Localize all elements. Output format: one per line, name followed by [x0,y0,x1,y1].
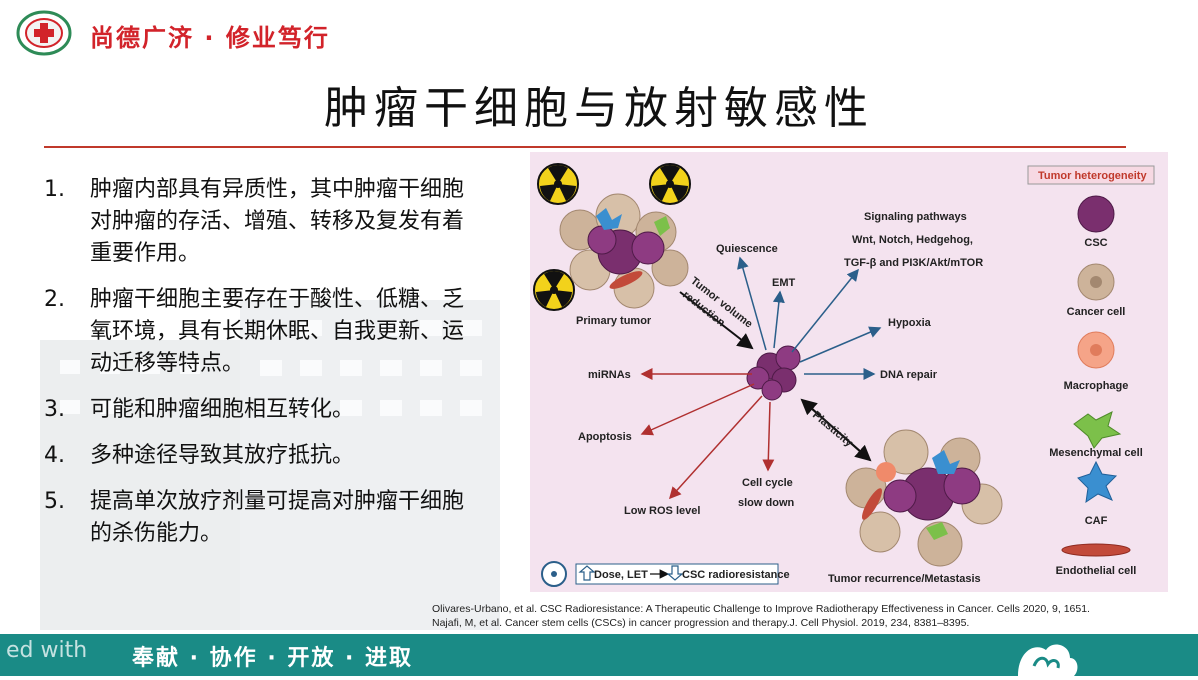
list-item: 4. 多种途径导致其放疗抵抗。 [44,440,484,472]
item-text: 多种途径导致其放疗抵抗。 [90,443,355,468]
item-number: 3. [44,397,65,422]
legend-label: Endothelial cell [1056,565,1137,577]
item-number: 5. [44,489,65,514]
item-text: 肿瘤内部具有异质性，其中肿瘤干细胞对肿瘤的存活、增殖、转移及复发有着重要作用。 [90,177,465,266]
list-item: 5. 提高单次放疗剂量可提高对肿瘤干细胞的杀伤能力。 [44,486,484,550]
reference-2: Najafi, M, et al. Cancer stem cells (CSC… [432,617,970,629]
legend-endothelial-cell: Endothelial cell [1056,543,1137,577]
item-number: 4. [44,443,65,468]
recurrence-tumor-cluster [845,429,1003,567]
primary-tumor-label: Primary tumor [576,315,652,327]
dose-label: Dose, LET [594,569,648,581]
page-title: 肿瘤干细胞与放射敏感性 [324,83,874,134]
university-logo-icon [16,10,72,56]
list-item: 3. 可能和肿瘤细胞相互转化。 [44,394,484,426]
recurrence-label: Tumor recurrence/Metastasis [828,573,981,585]
building-background-image [40,300,500,630]
legend-title-box [1027,165,1155,185]
list-item: 2. 肿瘤干细胞主要存在于酸性、低糖、乏氧环境，具有长期休眠、自我更新、运动迁移等… [44,284,484,380]
quiescence-arrow [737,256,767,351]
plasticity-arrow-back [800,398,871,461]
cell-cycle-label-1: Cell cycle [742,477,793,489]
legend-label: Macrophage [1064,380,1129,392]
item-text: 肿瘤干细胞主要存在于酸性、低糖、乏氧环境，具有长期休眠、自我更新、运动迁移等特点… [90,287,465,376]
legend-title: Tumor heterogeneity [1038,170,1147,182]
point-list: 1. 肿瘤内部具有异质性，其中肿瘤干细胞对肿瘤的存活、增殖、转移及复发有着重要作用… [44,174,484,564]
low-ros-arrow [668,395,763,500]
plasticity-label: Plasticity [810,409,855,450]
emt-arrow [772,290,785,349]
legend-csc: CSC [1077,195,1115,249]
legend-cancer-cell: Cancer cell [1067,263,1126,318]
dna-repair-label: DNA repair [880,369,938,381]
radiation-icon [649,163,691,205]
legend-label: CSC [1084,237,1107,249]
low-ros-label: Low ROS level [624,505,700,517]
footer-slogan: 奉献 · 协作 · 开放 · 进取 [132,646,414,671]
reference-1: Olivares-Urbano, et al. CSC Radioresista… [432,603,1090,615]
hospital-logo-icon [1018,644,1078,676]
primary-tumor-cluster [559,193,689,309]
cell-cycle-arrow [762,401,775,472]
footer-bar: ed with 奉献 · 协作 · 开放 · 进取 [0,634,1198,676]
signaling-label-1: Signaling pathways [864,211,967,223]
reduction-arrow [679,291,754,350]
motto: 尚德广济 · 修业笃行 [90,24,330,52]
csc-radioresistance-figure: Primary tumor Tumor volume reduction Pla… [530,152,1168,592]
references: Olivares-Urbano, et al. CSC Radioresista… [432,602,1090,630]
mirnas-label: miRNAs [588,369,631,381]
list-item: 1. 肿瘤内部具有异质性，其中肿瘤干细胞对肿瘤的存活、增殖、转移及复发有着重要作用… [44,174,484,270]
cell-cycle-label-2: slow down [738,497,795,509]
item-text: 提高单次放疗剂量可提高对肿瘤干细胞的杀伤能力。 [90,489,465,546]
radiation-icon [537,163,579,205]
recording-watermark: ed with [6,638,88,663]
item-text: 可能和肿瘤细胞相互转化。 [90,397,355,422]
emt-label: EMT [772,277,796,289]
apoptosis-label: Apoptosis [578,431,632,443]
signaling-arrow [791,268,859,353]
title-divider [44,146,1126,148]
item-number: 1. [44,177,65,202]
quiescence-label: Quiescence [716,243,778,255]
apoptosis-arrow [640,383,755,436]
legend-mesenchymal-cell: Mesenchymal cell [1049,411,1143,459]
dose-legend-box: Dose, LET CSC radioresistance [541,561,790,587]
central-csc-cluster [746,345,801,401]
legend-label: Cancer cell [1067,306,1126,318]
legend-label: Mesenchymal cell [1049,447,1143,459]
signaling-label-2: Wnt, Notch, Hedgehog, [852,234,973,246]
signaling-label-3: TGF-β and PI3K/Akt/mTOR [844,257,983,269]
csc-radioresistance-label: CSC radioresistance [682,569,790,581]
item-number: 2. [44,287,65,312]
header: 尚德广济 · 修业笃行 [0,0,1198,64]
hypoxia-arrow [799,326,882,363]
legend-label: CAF [1085,515,1108,527]
figure-diagram: Primary tumor Tumor volume reduction Pla… [533,163,1155,587]
radiation-icon [533,269,575,311]
legend-macrophage: Macrophage [1064,331,1129,392]
hypoxia-label: Hypoxia [888,317,932,329]
legend-caf: CAF [1077,460,1118,527]
